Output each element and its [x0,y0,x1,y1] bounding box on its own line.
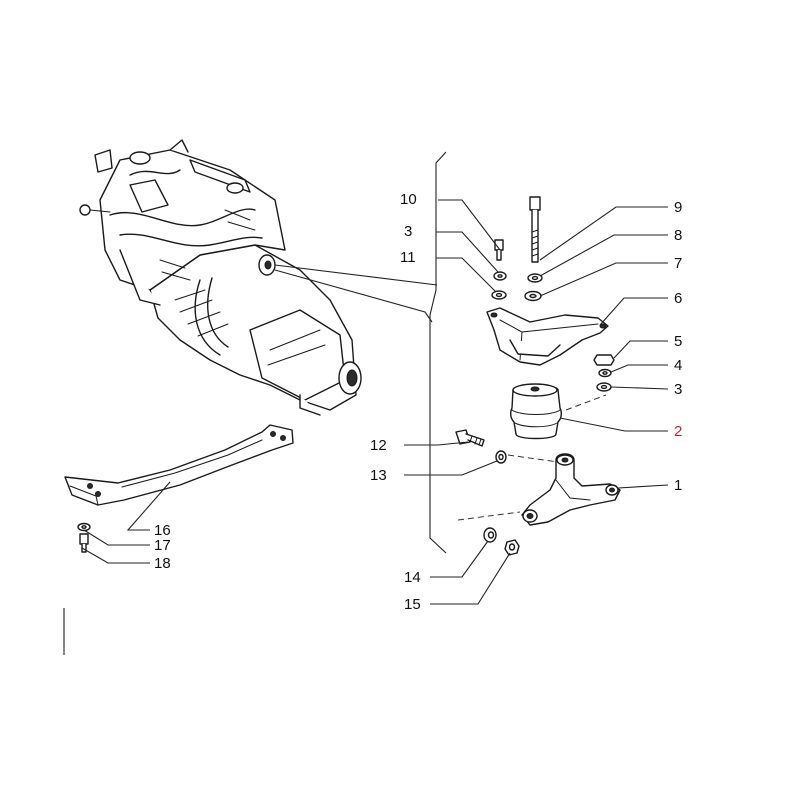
crossmember-illustration [64,424,294,553]
engine-to-mount-leader-upper [274,264,438,286]
callout-label-3-upper: 3 [404,223,412,240]
callout-label-9: 9 [674,199,682,216]
callout-label-17: 17 [154,537,171,554]
callout-label-8: 8 [674,227,682,244]
callout-label-10: 10 [400,191,417,208]
callout-label-2: 2 [674,423,682,440]
callout-leaders [81,199,669,605]
callout-label-6: 6 [674,290,682,307]
callout-label-11: 11 [400,249,416,266]
callout-label-5: 5 [674,333,682,350]
callout-label-12: 12 [370,437,387,454]
group-bracket-frame [429,151,447,554]
callout-label-13: 13 [370,467,387,484]
mount-exploded-parts [455,196,621,556]
callout-label-15: 15 [404,596,421,613]
callout-label-18: 18 [154,555,171,572]
callout-label-16: 16 [154,522,171,539]
callout-label-1: 1 [674,477,682,494]
callout-labels: 1 2 3 3 4 5 6 7 8 9 10 11 12 13 14 15 16… [154,191,682,613]
callout-label-4: 4 [674,357,682,374]
callout-label-14: 14 [404,569,421,586]
callout-label-7: 7 [674,255,682,272]
engine-gearbox-illustration [79,139,362,416]
callout-label-3-lower: 3 [674,381,682,398]
